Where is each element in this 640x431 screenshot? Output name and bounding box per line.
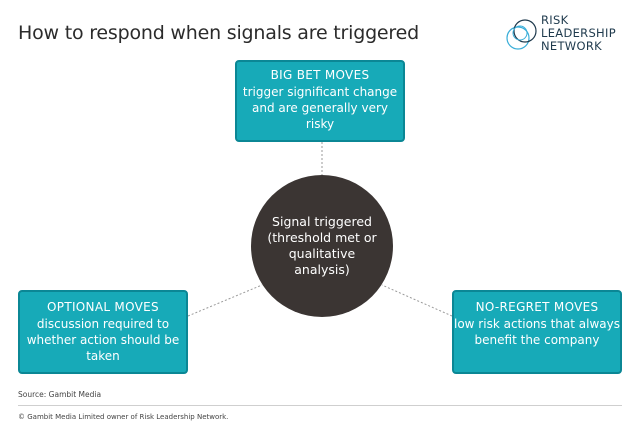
copyright-note: © Gambit Media Limited owner of Risk Lea… xyxy=(18,413,229,421)
signal-triggered-text: Signal triggered (threshold met or quali… xyxy=(267,214,377,277)
footer-divider xyxy=(18,405,622,406)
signal-triggered-circle: Signal triggered (threshold met or quali… xyxy=(251,175,393,317)
optional-moves-box: OPTIONAL MOVES discussion required to wh… xyxy=(18,290,188,374)
source-note: Source: Gambit Media xyxy=(18,390,102,399)
logo-rings-icon xyxy=(506,19,537,50)
logo-line-2: LEADERSHIP xyxy=(541,26,616,40)
optional-moves-text: discussion required to whether action sh… xyxy=(26,317,180,363)
big-bet-moves-box: BIG BET MOVES trigger significant change… xyxy=(235,60,405,142)
page-title: How to respond when signals are triggere… xyxy=(18,22,419,44)
logo-line-1: RISK xyxy=(541,13,569,27)
optional-moves-heading: OPTIONAL MOVES xyxy=(47,300,159,314)
logo-wordmark: RISK LEADERSHIP NETWORK xyxy=(541,14,616,53)
big-bet-moves-heading: BIG BET MOVES xyxy=(270,68,370,82)
no-regret-moves-box: NO-REGRET MOVES low risk actions that al… xyxy=(452,290,622,374)
brand-logo: RISK LEADERSHIP NETWORK xyxy=(505,14,635,54)
big-bet-moves-text: trigger significant change and are gener… xyxy=(242,85,398,131)
connector-right xyxy=(381,284,453,317)
logo-line-3: NETWORK xyxy=(541,39,602,53)
no-regret-moves-heading: NO-REGRET MOVES xyxy=(475,300,599,314)
connector-left xyxy=(187,284,263,317)
no-regret-moves-text: low risk actions that always benefit the… xyxy=(454,317,620,347)
